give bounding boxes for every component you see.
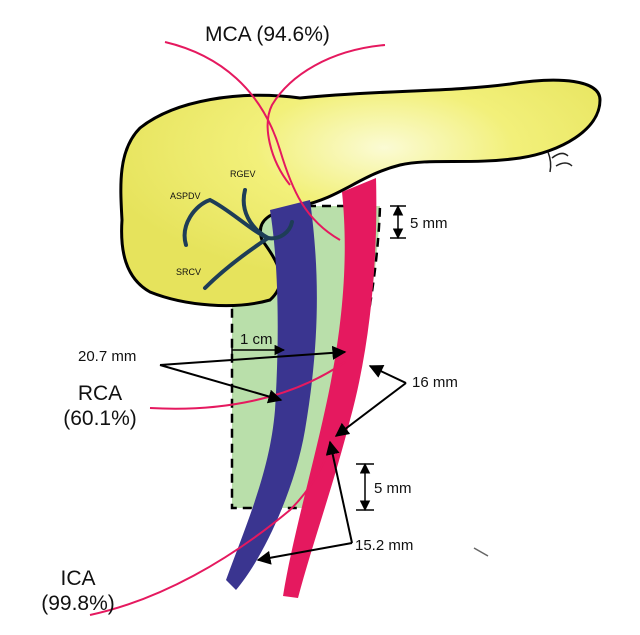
distance-16-label: 16 mm (412, 374, 458, 391)
dimension-1cm (231, 340, 286, 356)
bottom-gap-label: 5 mm (374, 480, 412, 497)
mca-label: MCA (94.6%) (205, 23, 330, 46)
dimension-bottom (356, 462, 374, 512)
ica-label: ICA (99.8%) (28, 566, 128, 616)
fork-mark (547, 151, 573, 173)
pancreas (119, 78, 602, 307)
srcv-label: SRCV (176, 267, 202, 277)
pointer-arrows (159, 345, 407, 565)
one-cm-label: 1 cm (240, 331, 273, 348)
distance-20-7-label: 20.7 mm (78, 348, 137, 365)
gastrocolic-trunk (182, 188, 294, 290)
rca-branch (149, 361, 346, 410)
dimension-top (390, 204, 406, 240)
mca-branch-2 (266, 44, 386, 186)
rca-name: RCA (77, 382, 123, 405)
ica-name: ICA (60, 567, 96, 590)
ica-percentage: (99.8%) (41, 592, 115, 616)
aspdv-label: ASPDV (170, 191, 201, 201)
superior-mesenteric-artery (283, 178, 377, 598)
distance-15-2-label: 15.2 mm (355, 537, 414, 554)
rgev-label: RGEV (230, 169, 256, 179)
ica-branch (89, 444, 331, 616)
stray-mark (473, 547, 489, 557)
mca-branch (164, 41, 341, 241)
rca-percentage: (60.1%) (63, 407, 137, 431)
superior-mesenteric-vein (226, 200, 317, 590)
top-gap-label: 5 mm (410, 215, 448, 232)
rca-label: RCA (60.1%) (55, 381, 145, 431)
